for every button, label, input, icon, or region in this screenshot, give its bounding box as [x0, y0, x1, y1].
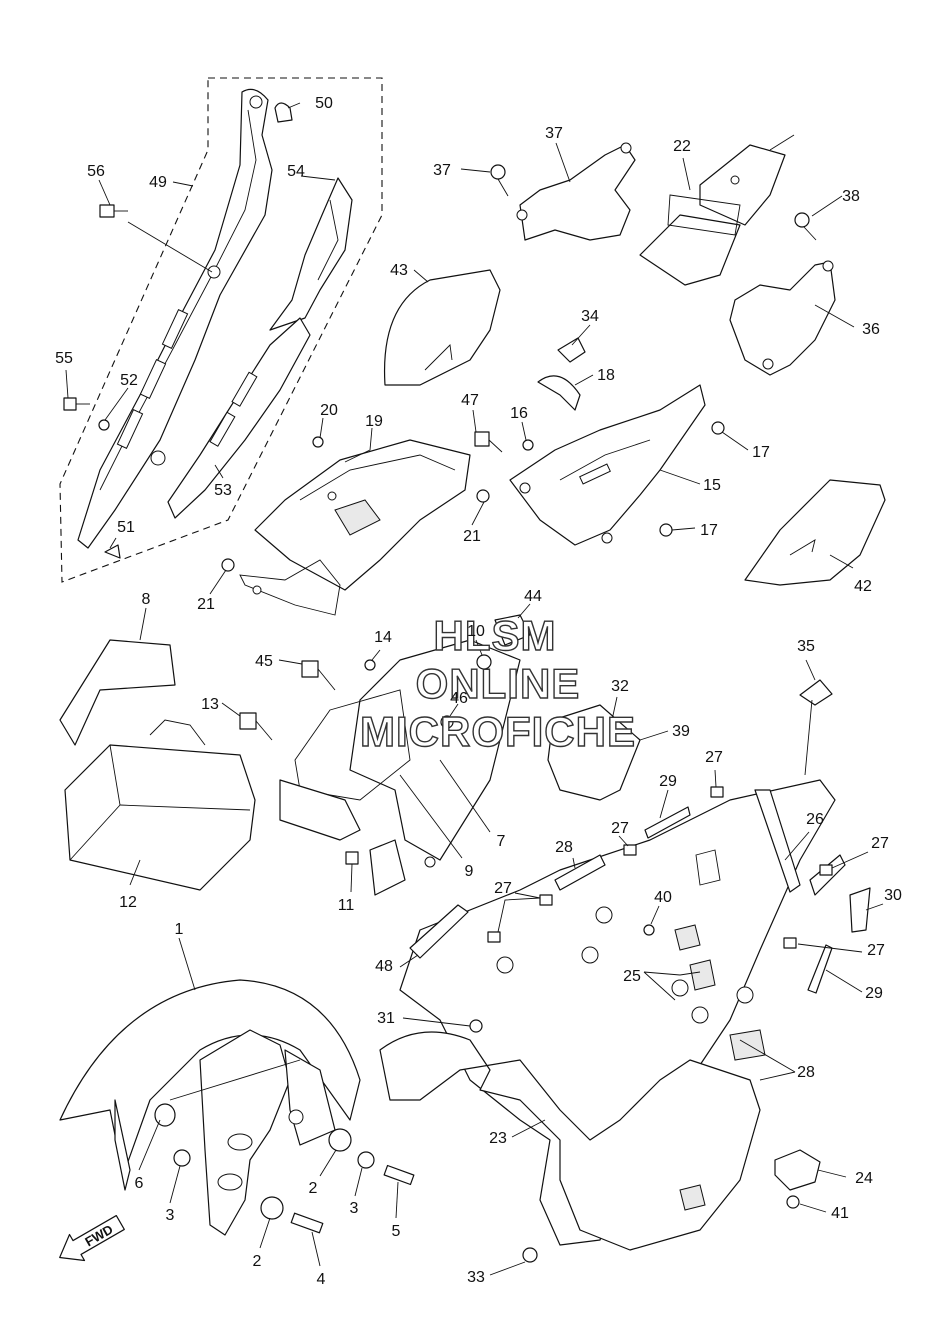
- callout-label: 53: [214, 482, 232, 499]
- callout-label: 3: [350, 1200, 359, 1217]
- callout-label: 10: [467, 623, 485, 640]
- callout-label: 22: [673, 138, 691, 155]
- callout-label: 17: [752, 444, 770, 461]
- callout-label: 30: [884, 887, 902, 904]
- callout-label: 55: [55, 350, 73, 367]
- callout-label: 1: [175, 921, 184, 938]
- watermark-line-2: ONLINE: [416, 660, 581, 707]
- callout-label: 15: [703, 477, 721, 494]
- part-seat-cowl-cover: [77, 88, 273, 549]
- callout-label: 54: [287, 163, 305, 180]
- callout-label: 25: [623, 968, 641, 985]
- part-pad-56: [699, 144, 786, 226]
- callout-label: 46: [450, 690, 468, 707]
- callout-label: 27: [494, 880, 512, 897]
- callout-label: 42: [854, 578, 872, 595]
- callout-label: 14: [374, 629, 392, 646]
- callout-label: 37: [545, 125, 563, 142]
- callout-label: 3: [166, 1207, 175, 1224]
- callout-label: 21: [463, 528, 481, 545]
- callout-label: 9: [465, 863, 474, 880]
- part-side-panel-52: [167, 317, 311, 519]
- callout-label: 20: [320, 402, 338, 419]
- callout-label: 33: [467, 1269, 485, 1286]
- callout-label: 56: [87, 163, 105, 180]
- callout-label: 2: [253, 1253, 262, 1270]
- part-cover-8: [59, 639, 176, 746]
- part-front-fender-1: [59, 979, 361, 1236]
- callout-label: 29: [865, 985, 883, 1002]
- callout-label: 36: [862, 321, 880, 338]
- callout-label: 31: [377, 1010, 395, 1027]
- callout-label: 6: [135, 1175, 144, 1192]
- callout-label: 11: [338, 897, 355, 914]
- callout-label: 4: [317, 1271, 326, 1288]
- callout-label: 27: [705, 749, 723, 766]
- callout-label: 49: [149, 174, 167, 191]
- part-bracket-15: [509, 384, 706, 546]
- callout-label: 28: [555, 839, 573, 856]
- callout-label: 21: [197, 596, 215, 613]
- watermark-line-1: HLSM: [434, 612, 557, 659]
- callout-label: 28: [797, 1064, 815, 1081]
- fwd-direction-arrow: FWD: [59, 1214, 125, 1262]
- callout-label: 48: [375, 958, 393, 975]
- assembly-boundary-dashed: [59, 77, 383, 583]
- callout-label: 40: [654, 889, 672, 906]
- callout-label: 43: [390, 262, 408, 279]
- callout-label: 47: [461, 392, 479, 409]
- callout-label: 27: [611, 820, 629, 837]
- callout-label: 27: [871, 835, 889, 852]
- callout-label: 37: [433, 162, 451, 179]
- callout-label: 29: [659, 773, 677, 790]
- callout-label: 32: [611, 678, 629, 695]
- callout-label: 27: [867, 942, 885, 959]
- part-bracket-19: [239, 439, 471, 616]
- callout-label: 52: [120, 372, 138, 389]
- callout-label: 44: [524, 588, 542, 605]
- part-small-hardware: [63, 102, 871, 1263]
- part-pad-22: [639, 194, 741, 286]
- callout-leaders: [65, 102, 884, 1276]
- callout-label: 12: [119, 894, 137, 911]
- watermark: HLSM ONLINE MICROFICHE: [359, 611, 636, 755]
- callout-label: 26: [806, 811, 824, 828]
- part-side-panel-53: [269, 177, 353, 331]
- callout-label: 18: [597, 367, 615, 384]
- watermark-line-3: MICROFICHE: [360, 708, 636, 755]
- part-rear-fender-23: [379, 779, 836, 1251]
- callout-label: 38: [842, 188, 860, 205]
- callout-label: 5: [392, 1223, 401, 1240]
- part-center-bracket-7: [279, 639, 521, 896]
- part-bracket-35: [729, 260, 836, 376]
- part-cover-42: [383, 269, 501, 386]
- part-cover-41: [744, 479, 886, 586]
- part-battery-box-12: [64, 719, 256, 891]
- part-bracket-36: [516, 142, 636, 241]
- callout-label: 13: [201, 696, 219, 713]
- callout-label: 41: [831, 1205, 849, 1222]
- callout-label: 8: [142, 591, 151, 608]
- callout-label: 39: [672, 723, 690, 740]
- callout-label: 7: [497, 833, 506, 850]
- callout-label: 17: [700, 522, 718, 539]
- callout-label: 34: [581, 308, 599, 325]
- callout-label: 16: [510, 405, 528, 422]
- callout-label: 50: [315, 95, 333, 112]
- callout-label: 2: [309, 1180, 318, 1197]
- callout-labels: 1 2 2 3 3 4 5 6 7 8 9 10 11 12 13 14 15 …: [55, 95, 902, 1288]
- callout-label: 45: [255, 653, 273, 670]
- callout-label: 51: [117, 519, 135, 536]
- callout-label: 23: [489, 1130, 507, 1147]
- callout-label: 19: [365, 413, 383, 430]
- callout-label: 24: [855, 1170, 873, 1187]
- callout-label: 35: [797, 638, 815, 655]
